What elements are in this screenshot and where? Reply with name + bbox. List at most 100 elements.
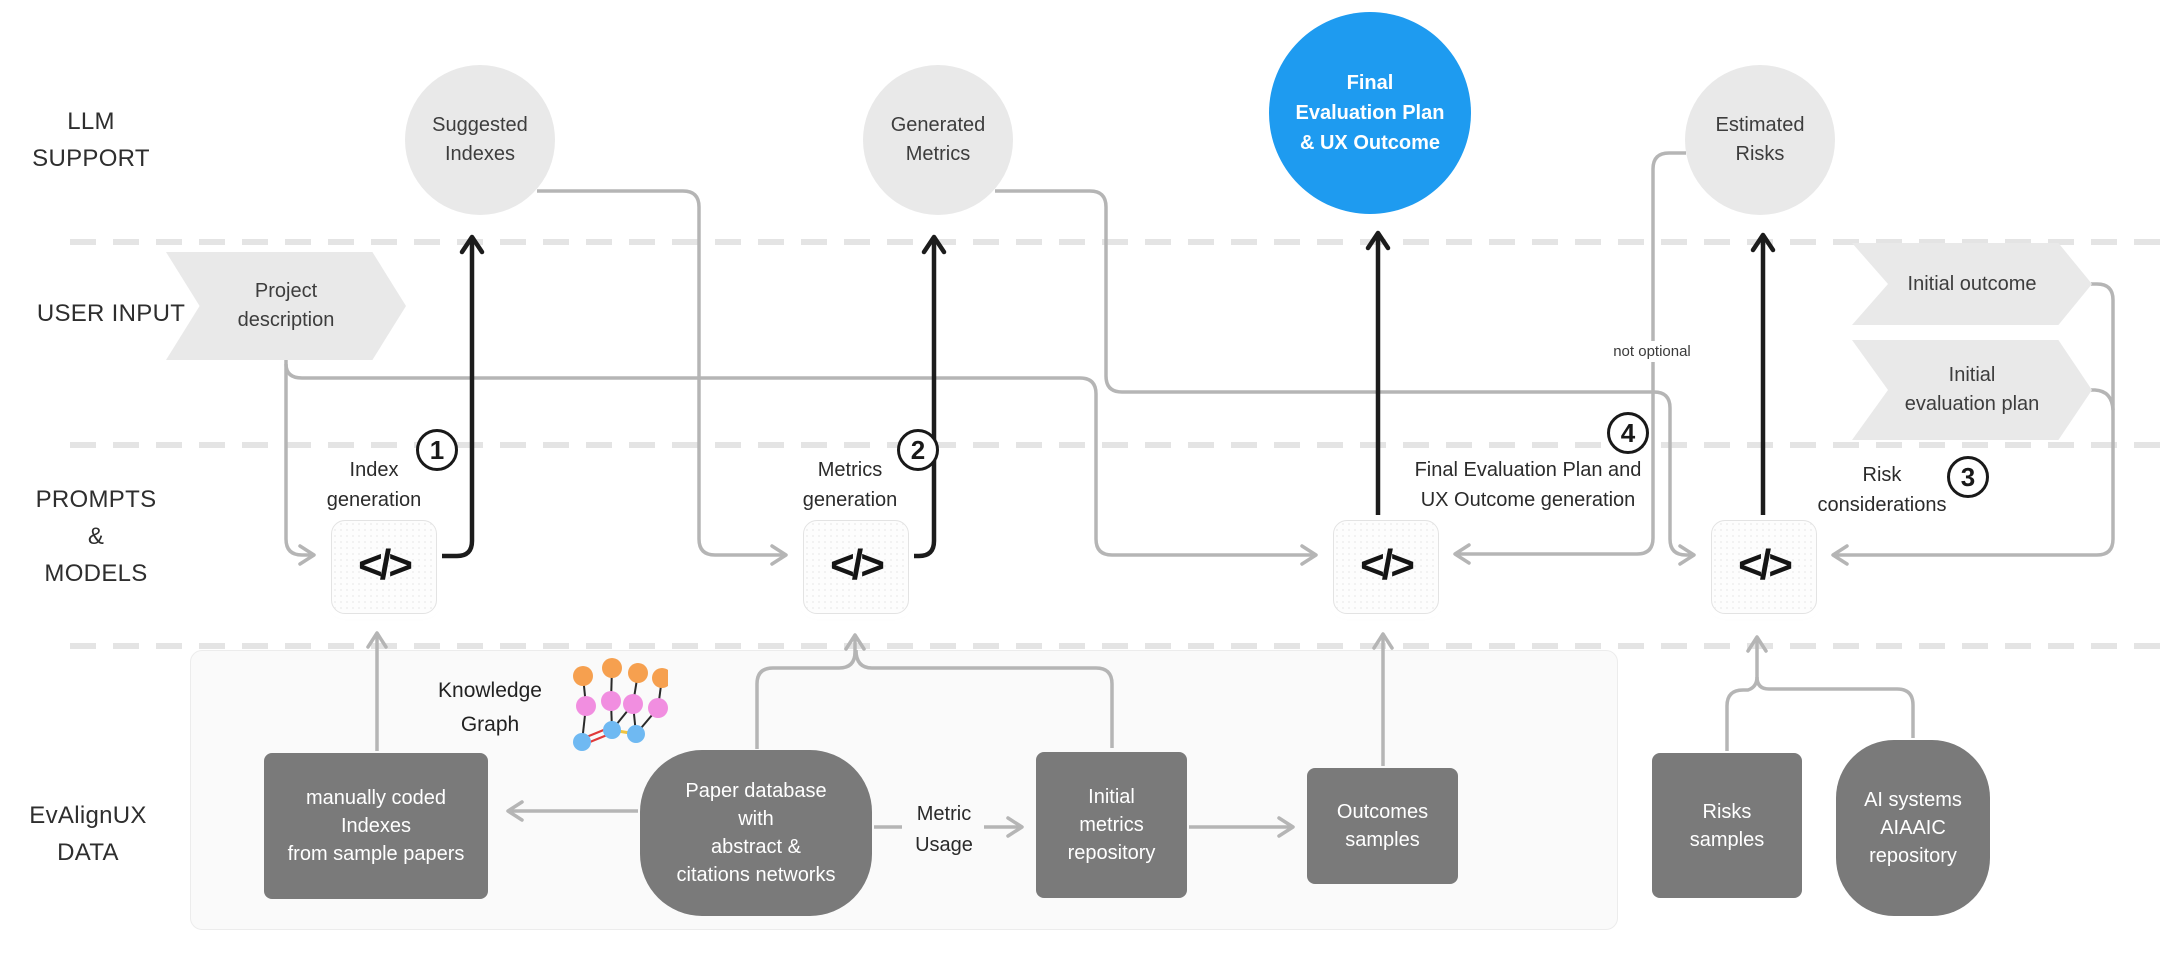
output-final-evaluation-plan: Final Evaluation Plan & UX Outcome xyxy=(1269,12,1471,214)
lane-label-line: EvAlignUX xyxy=(29,802,147,829)
data-box-line: AI systems xyxy=(1864,789,1962,811)
step-label-line: Metrics xyxy=(817,459,883,481)
step-number-2: 2 xyxy=(897,429,939,471)
data-box-line: Outcomes xyxy=(1336,801,1429,823)
step-number-1: 1 xyxy=(416,429,458,471)
output-label-line: Risks xyxy=(1735,143,1785,165)
lane-label-line: USER INPUT xyxy=(36,300,186,327)
prompt-box-metrics-generation: </> xyxy=(803,520,909,614)
data-box-line: manually coded xyxy=(305,787,447,809)
data-box-initial-metrics-repository: Initial metrics repository xyxy=(1036,752,1187,898)
data-box-risks-samples: Risks samples xyxy=(1652,753,1802,898)
lane-label-line: LLM xyxy=(67,108,115,135)
data-box-line: Indexes xyxy=(340,815,412,837)
data-box-line: samples xyxy=(1345,829,1420,851)
note-text: not optional xyxy=(1613,343,1691,360)
output-label-line: Evaluation Plan xyxy=(1295,102,1445,124)
label-line: Usage xyxy=(915,834,973,856)
step-label-line: Index xyxy=(349,459,399,481)
arrow-paper-database-to-metrics-prompt xyxy=(755,633,866,749)
step-number-text: 1 xyxy=(429,434,445,465)
arrow-initial-evaluation-plan-join xyxy=(2091,388,2115,411)
input-initial-evaluation-plan: Initial evaluation plan xyxy=(1852,340,2092,440)
step-label-line: generation xyxy=(326,489,422,511)
output-label-line: Indexes xyxy=(444,143,516,165)
data-box-line: metrics xyxy=(1079,814,1144,836)
arrow-generated-metrics-to-risk-prompt xyxy=(995,189,1696,566)
arrow-risks-samples-to-risk-prompt xyxy=(1725,635,1768,751)
lane-label-user-input: USER INPUT xyxy=(28,298,194,330)
output-label-line: Estimated xyxy=(1715,114,1805,136)
input-initial-outcome: Initial outcome xyxy=(1852,243,2092,325)
output-label-line: Generated xyxy=(890,114,986,136)
label-knowledge-graph: Knowledge Graph xyxy=(400,674,580,742)
output-suggested-indexes: Suggested Indexes xyxy=(405,65,555,215)
output-label-line: Final xyxy=(1346,72,1394,94)
data-box-line: from sample papers xyxy=(287,843,465,865)
arrow-project-description-to-final-plan-prompt xyxy=(284,363,1318,566)
arrow-index-prompt-to-suggested-indexes xyxy=(435,234,485,559)
output-estimated-risks: Estimated Risks xyxy=(1685,65,1835,215)
data-box-outcomes-samples: Outcomes samples xyxy=(1307,768,1458,884)
knowledge-graph-icon xyxy=(573,658,668,751)
step-label-index-generation: Index generation xyxy=(294,455,454,515)
lane-label-line: & xyxy=(87,523,105,550)
data-box-line: repository xyxy=(1067,842,1156,864)
data-box-line: Risks xyxy=(1702,800,1752,823)
data-box-paper-database: Paper database with abstract & citations… xyxy=(640,750,872,916)
step-number-text: 3 xyxy=(1960,461,1976,492)
output-label-line: Suggested xyxy=(432,114,528,136)
prompt-box-final-plan-generation: </> xyxy=(1333,520,1439,614)
step-label-metrics-generation: Metrics generation xyxy=(770,455,930,515)
data-box-line: Initial xyxy=(1088,786,1135,808)
label-line: Knowledge xyxy=(438,679,542,702)
lane-label-line: SUPPORT xyxy=(32,145,150,172)
input-label-line: description xyxy=(237,309,335,331)
output-label-line: & UX Outcome xyxy=(1299,132,1441,154)
note-not-optional: not optional xyxy=(1604,341,1700,362)
arrow-project-description-to-index-prompt xyxy=(284,360,316,566)
data-box-line: with xyxy=(738,808,774,830)
data-box-ai-systems-aiaaic: AI systems AIAAIC repository xyxy=(1836,740,1990,916)
step-number-3: 3 xyxy=(1947,456,1989,498)
step-number-4: 4 xyxy=(1607,412,1649,454)
output-generated-metrics: Generated Metrics xyxy=(863,65,1013,215)
input-label-line: evaluation plan xyxy=(1904,393,2040,415)
arrow-initial-outcome-to-risk-prompt xyxy=(1831,282,2115,566)
step-label-line: Final Evaluation Plan and xyxy=(1414,459,1642,481)
lane-label-line: MODELS xyxy=(44,560,148,587)
prompt-box-risk-considerations: </> xyxy=(1711,520,1817,614)
label-line: Metric xyxy=(916,803,972,825)
input-label-line: Initial xyxy=(1948,364,1996,386)
arrow-suggested-indexes-to-metrics-prompt xyxy=(537,189,788,566)
data-box-line: Paper database xyxy=(685,780,827,802)
lane-label-line: PROMPTS xyxy=(35,486,157,513)
lane-label-evalignux-data: EvAlignUX DATA xyxy=(15,797,161,871)
step-label-line: UX Outcome generation xyxy=(1420,489,1636,511)
data-box-line: repository xyxy=(1869,845,1957,867)
code-icon: </> xyxy=(1738,541,1793,588)
data-box-line: samples xyxy=(1689,828,1765,851)
prompt-box-index-generation: </> xyxy=(331,520,437,614)
code-icon: </> xyxy=(358,541,413,588)
step-number-text: 2 xyxy=(910,434,926,465)
arrow-metrics-prompt-to-generated-metrics xyxy=(907,234,947,559)
arrow-metrics-repository-to-metrics-prompt xyxy=(854,649,1114,748)
code-icon: </> xyxy=(830,541,885,588)
step-label-risk-considerations: Risk considerations xyxy=(1792,460,1972,520)
lane-label-line: DATA xyxy=(57,839,119,866)
input-label-line: Project xyxy=(254,280,318,302)
arrow-aiaaic-to-risk-prompt xyxy=(1755,676,1915,738)
data-box-line: AIAAIC xyxy=(1880,817,1946,839)
data-box-line: abstract & xyxy=(710,836,802,858)
input-label-line: Initial outcome xyxy=(1907,272,2037,295)
step-label-line: considerations xyxy=(1817,494,1947,516)
code-icon: </> xyxy=(1360,541,1415,588)
label-metric-usage: Metric Usage xyxy=(894,799,994,861)
label-line: Graph xyxy=(460,713,520,736)
step-label-final-plan-generation: Final Evaluation Plan and UX Outcome gen… xyxy=(1377,455,1679,515)
data-box-manually-coded-indexes: manually coded Indexes from sample paper… xyxy=(264,753,488,899)
data-box-line: citations networks xyxy=(676,864,836,886)
step-number-text: 4 xyxy=(1620,417,1636,448)
